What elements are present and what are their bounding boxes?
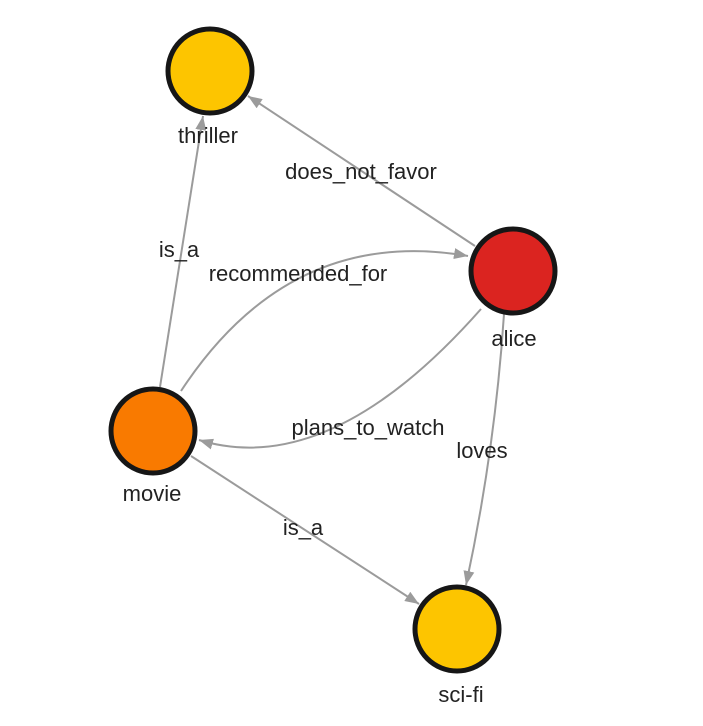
edge-label-movie-is_a-sci-fi: is_a	[283, 515, 324, 540]
nodes-layer	[108, 26, 558, 674]
edge-label-movie-recommended_for-alice: recommended_for	[209, 261, 388, 286]
edge-alice-loves-sci-fi	[463, 313, 505, 586]
node-movie[interactable]	[108, 386, 198, 476]
edge-alice-plans_to_watch-movie	[198, 308, 482, 450]
edge-movie-is_a-sci-fi	[190, 455, 420, 605]
node-label-sci-fi: sci-fi	[438, 682, 483, 707]
node-labels-layer: thriller alice movie sci-fi	[123, 123, 537, 707]
edge-label-alice-plans_to_watch-movie: plans_to_watch	[292, 415, 445, 440]
edge-label-movie-is_a-thriller: is_a	[159, 237, 200, 262]
node-label-thriller: thriller	[178, 123, 238, 148]
edge-movie-recommended_for-alice	[180, 248, 469, 392]
node-thriller[interactable]	[165, 26, 255, 116]
edge-label-alice-does_not_favor-thriller: does_not_favor	[285, 159, 437, 184]
edge-label-alice-loves-sci-fi: loves	[456, 438, 507, 463]
node-label-alice: alice	[491, 326, 536, 351]
edges-layer	[159, 95, 505, 605]
edge-alice-does_not_favor-thriller	[247, 95, 476, 247]
node-sci-fi[interactable]	[412, 584, 502, 674]
node-alice[interactable]	[468, 226, 558, 316]
edge-movie-is_a-thriller	[159, 115, 207, 388]
edge-labels-layer: is_a does_not_favor recommended_for plans_t…	[159, 159, 508, 540]
node-label-movie: movie	[123, 481, 182, 506]
